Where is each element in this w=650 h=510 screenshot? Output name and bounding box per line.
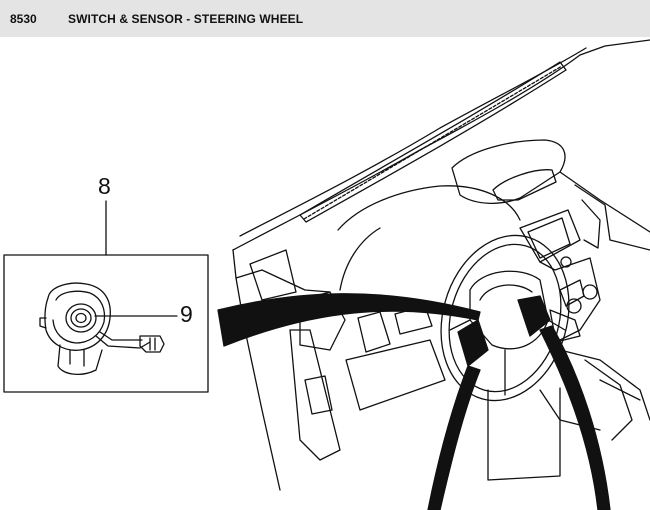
steering-wheel <box>440 234 570 402</box>
leader-band-left <box>217 293 481 347</box>
callout-8-label: 8 <box>98 173 111 199</box>
leader-band-lower <box>427 365 481 510</box>
page-header: 8530 SWITCH & SENSOR - STEERING WHEEL <box>0 0 650 37</box>
callout-9-label: 9 <box>180 301 193 327</box>
section-title: SWITCH & SENSOR - STEERING WHEEL <box>68 11 304 26</box>
leader-band-right <box>539 325 611 510</box>
dashboard <box>232 39 650 491</box>
section-code: 8530 <box>10 11 37 26</box>
parts-illustration <box>3 39 650 510</box>
clock-spring-part <box>39 282 165 376</box>
detail-box <box>3 254 209 393</box>
